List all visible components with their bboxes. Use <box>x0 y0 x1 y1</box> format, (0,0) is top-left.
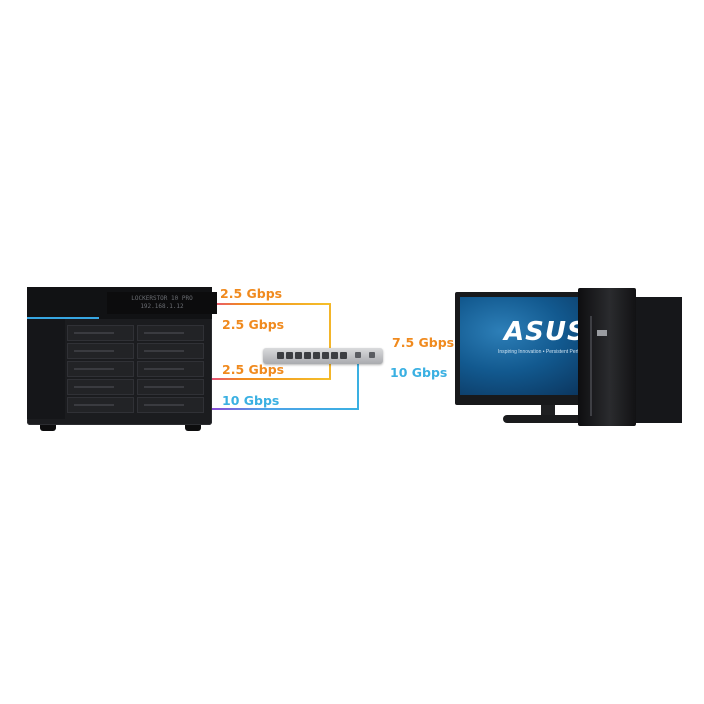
nas-foot <box>185 425 201 431</box>
monitor-stand <box>541 405 555 417</box>
uplink-speed-label: 7.5 Gbps <box>392 335 455 350</box>
nas-accent-stripe <box>27 317 99 319</box>
monitor-screen: ASUS Inspiring Innovation • Persistent P… <box>460 297 598 395</box>
switch-port <box>277 352 284 359</box>
nas-foot <box>40 425 56 431</box>
nas-lcd-line-2: 192.168.1.12 <box>140 303 184 310</box>
pc-tower <box>578 288 636 426</box>
drive-bay <box>67 361 134 377</box>
switch-port <box>304 352 311 359</box>
pc-tower-light-strip <box>590 316 592 416</box>
monitor-base <box>503 415 593 423</box>
network-switch <box>263 348 383 364</box>
drive-bay <box>137 397 204 413</box>
pc-tower-side <box>636 297 682 423</box>
drive-bay <box>67 379 134 395</box>
asus-tagline: Inspiring Innovation • Persistent Perfec… <box>498 349 593 355</box>
switch-uplink-port <box>369 352 375 358</box>
drive-bay <box>67 343 134 359</box>
switch-port <box>313 352 320 359</box>
link-speed-label: 2.5 Gbps <box>222 362 285 377</box>
nas-control-panel <box>27 319 65 419</box>
drive-bay <box>137 343 204 359</box>
drive-bay <box>137 379 204 395</box>
nas-lcd-display: LOCKERSTOR 10 PRO 192.168.1.12 <box>107 292 217 314</box>
drive-bay <box>137 325 204 341</box>
switch-uplink-port <box>355 352 361 358</box>
drive-bay <box>137 361 204 377</box>
link-speed-label: 10 Gbps <box>222 393 280 408</box>
link-speed-label: 2.5 Gbps <box>222 317 285 332</box>
link-speed-label: 2.5 Gbps <box>220 286 283 301</box>
switch-port <box>331 352 338 359</box>
asus-logo: ASUS <box>504 317 587 347</box>
drive-bay <box>67 325 134 341</box>
drive-bay <box>67 397 134 413</box>
switch-port <box>295 352 302 359</box>
switch-port <box>286 352 293 359</box>
switch-port <box>322 352 329 359</box>
nas-lcd-line-1: LOCKERSTOR 10 PRO <box>131 295 193 302</box>
link-wire-10g <box>212 362 359 410</box>
uplink-speed-label: 10 Gbps <box>390 365 448 380</box>
pc-tower-logo <box>597 330 607 336</box>
nas-device: LOCKERSTOR 10 PRO 192.168.1.12 <box>27 287 217 425</box>
switch-port <box>340 352 347 359</box>
